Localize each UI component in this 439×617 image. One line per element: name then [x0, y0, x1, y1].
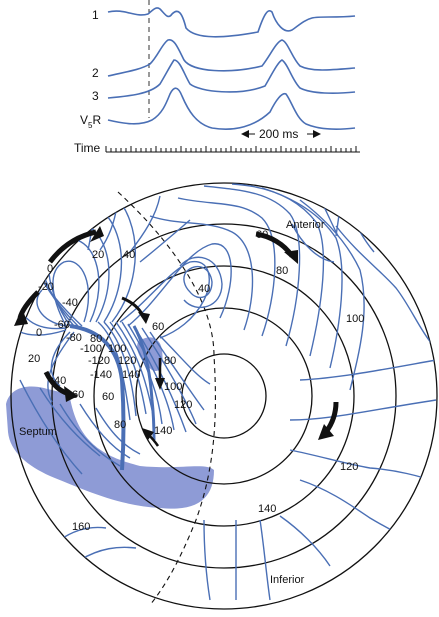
iso-label: 40: [54, 375, 66, 387]
iso-label: 120: [118, 355, 136, 367]
iso-label: 20: [28, 353, 40, 365]
iso-label: 0: [47, 263, 53, 275]
iso-label: 60: [102, 391, 114, 403]
trace-label-2: 2: [92, 66, 99, 80]
septum-region: [6, 386, 214, 509]
trace-label-3: 3: [92, 89, 99, 103]
iso-label: 140: [122, 369, 140, 381]
scale-bar: 200 ms: [241, 127, 321, 141]
propagation-arrows: [14, 226, 339, 447]
trace-2: [107, 38, 356, 77]
trace-panel: 1 2 3 V5R Time 200 ms: [74, 0, 360, 155]
iso-label: -20: [38, 281, 54, 293]
iso-label: -100: [80, 343, 102, 355]
isochrone-labels: 0 20 40 -20 -40 -60 -80 -100 -120 -140 0…: [28, 229, 364, 533]
iso-label: 140: [154, 425, 172, 437]
iso-label: 60: [152, 321, 164, 333]
iso-label: 160: [72, 521, 90, 533]
iso-label: 140: [258, 503, 276, 515]
ring-3: [51, 223, 397, 569]
iso-label: -120: [88, 355, 110, 367]
iso-label: 100: [164, 381, 182, 393]
trace-v5r: [107, 87, 356, 131]
conduction-pathway: [69, 324, 126, 471]
conduction-pathway-2: [132, 325, 156, 441]
iso-label: 100: [108, 343, 126, 355]
trace-1: [107, 7, 356, 38]
iso-label: 40: [198, 283, 210, 295]
iso-label: -60: [54, 319, 70, 331]
iso-label: 40: [123, 249, 135, 261]
ring-1: [135, 307, 313, 485]
label-septum: Septum: [19, 426, 57, 438]
iso-label: 80: [90, 333, 102, 345]
iso-label: -140: [90, 369, 112, 381]
iso-label: 20: [92, 249, 104, 261]
iso-label: 100: [346, 313, 364, 325]
ring-outer: [10, 182, 438, 610]
trace-label-v5r: V5R: [80, 113, 101, 130]
time-axis-label: Time: [74, 141, 101, 155]
scale-bar-label: 200 ms: [259, 127, 298, 141]
iso-label: 80: [114, 419, 126, 431]
trace-label-1: 1: [92, 8, 99, 22]
time-axis-ticks: [105, 146, 357, 152]
iso-label: 60: [256, 229, 268, 241]
iso-label: 0: [36, 327, 42, 339]
label-anterior: Anterior: [286, 219, 325, 231]
iso-label: -80: [66, 332, 82, 344]
trace-3: [107, 59, 356, 99]
iso-label: 60: [72, 389, 84, 401]
ring-2: [93, 265, 355, 527]
iso-label: -40: [62, 297, 78, 309]
iso-label: 120: [340, 461, 358, 473]
iso-label: 120: [174, 399, 192, 411]
iso-label: 80: [276, 265, 288, 277]
iso-label: 80: [164, 355, 176, 367]
polar-map: Anterior Inferior Septum 0 20 40 -20 -40…: [6, 182, 438, 610]
label-inferior: Inferior: [270, 574, 305, 586]
